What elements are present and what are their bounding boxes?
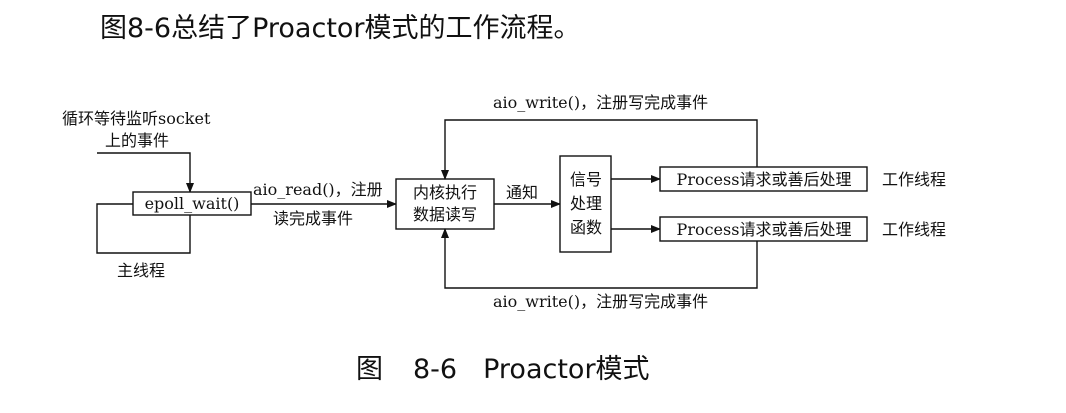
process-box-2 [659, 216, 868, 242]
main-thread-label: 主线程 [117, 261, 165, 280]
caption-number: 8-6 [413, 354, 458, 385]
main-thread-loop [96, 152, 194, 254]
aio-write-top-arrow [441, 119, 758, 180]
aio-write-bottom-arrow [441, 228, 758, 289]
signal-handler-box [559, 155, 612, 253]
aio-write-bottom-label: aio_write()，注册写完成事件 [493, 292, 708, 311]
page-heading: 图8-6总结了Proactor模式的工作流程。 [100, 13, 581, 44]
aio-write-top-label: aio_write()，注册写完成事件 [493, 93, 708, 112]
aio-read-label-line1: aio_read()，注册 [253, 180, 383, 199]
kernel-box-line1: 内核执行 [413, 183, 477, 202]
process-box-1 [659, 166, 868, 192]
kernel-box-line2: 数据读写 [413, 205, 477, 224]
aio-read-label-line2: 读完成事件 [273, 209, 353, 228]
worker-thread-label-1: 工作线程 [882, 170, 946, 189]
signal-box-line1: 信号 [570, 170, 602, 189]
loop-label-line2: 上的事件 [105, 131, 169, 150]
caption-title: Proactor模式 [483, 354, 650, 385]
signal-box-line3: 函数 [570, 218, 602, 237]
notify-label: 通知 [506, 183, 538, 202]
process-box-1-label: Process请求或善后处理 [677, 170, 852, 189]
caption-figure: 图 [356, 354, 383, 385]
process-box-2-label: Process请求或善后处理 [677, 220, 852, 239]
signal-box-line2: 处理 [570, 194, 602, 213]
worker-thread-label-2: 工作线程 [882, 220, 946, 239]
loop-label-line1: 循环等待监听socket [62, 109, 211, 128]
figure-caption: 图 8-6 Proactor模式 [356, 347, 650, 386]
epoll-wait-label: epoll_wait() [145, 194, 240, 213]
